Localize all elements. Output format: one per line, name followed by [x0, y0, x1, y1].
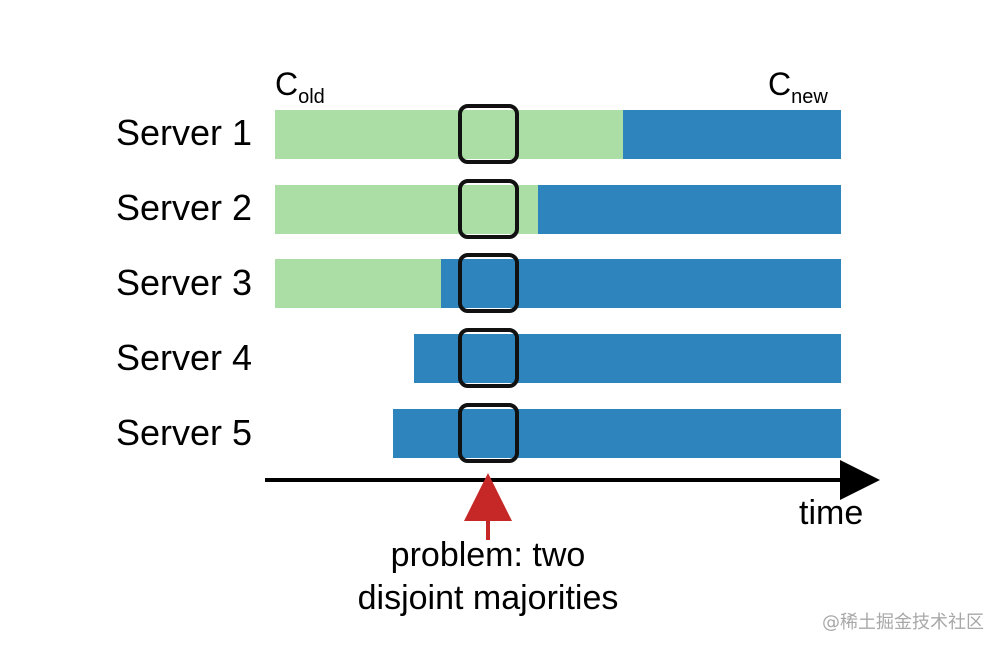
problem-label-line-1: problem: two — [391, 536, 586, 574]
server-4-new-config-bar — [414, 334, 841, 383]
server-3-label: Server 3 — [116, 262, 252, 303]
server-2-time-highlight — [458, 179, 519, 239]
server-5-time-highlight — [458, 403, 519, 463]
server-3-time-highlight — [458, 253, 519, 313]
server-1-old-config-bar — [275, 110, 623, 159]
server-1-new-config-bar — [623, 110, 841, 159]
server-1-time-highlight — [458, 104, 519, 164]
server-4-label: Server 4 — [116, 337, 252, 378]
server-2-old-config-bar — [275, 185, 538, 234]
problem-label-line-2: disjoint majorities — [358, 579, 619, 617]
server-5-new-config-bar — [393, 409, 841, 458]
cnew-label: Cnew — [768, 66, 828, 108]
server-5-label: Server 5 — [116, 412, 252, 453]
server-3-old-config-bar — [275, 259, 441, 308]
server-2-label: Server 2 — [116, 187, 252, 228]
server-2-new-config-bar — [538, 185, 841, 234]
server-3-new-config-bar — [441, 259, 841, 308]
server-1-label: Server 1 — [116, 112, 252, 153]
server-4-time-highlight — [458, 328, 519, 388]
time-axis-label: time — [799, 494, 863, 532]
watermark-text: @稀土掘金技术社区 — [822, 612, 984, 633]
cold-label: Cold — [275, 66, 325, 108]
